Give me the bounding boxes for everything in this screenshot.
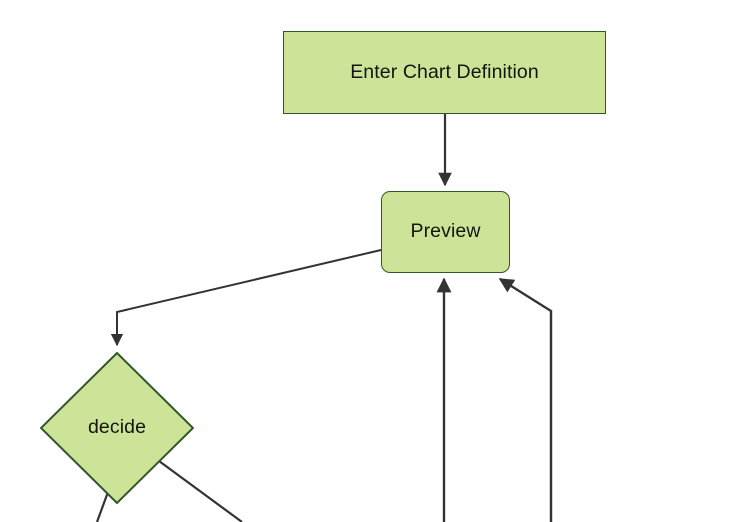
edge-decide-out-left <box>95 491 110 522</box>
node-decide[interactable]: decide <box>40 352 194 504</box>
node-preview[interactable]: Preview <box>381 191 510 273</box>
node-decide-label: decide <box>87 416 147 439</box>
edge-inbound-diagonal-to-preview <box>498 277 553 522</box>
decide-diamond-shape <box>40 352 194 504</box>
edge-preview-to-decide <box>110 249 382 347</box>
node-enter-chart-definition[interactable]: Enter Chart Definition <box>283 31 606 114</box>
node-preview-label: Preview <box>410 220 481 243</box>
edge-decide-out-right <box>158 460 243 522</box>
node-enter-chart-definition-label: Enter Chart Definition <box>350 60 539 83</box>
